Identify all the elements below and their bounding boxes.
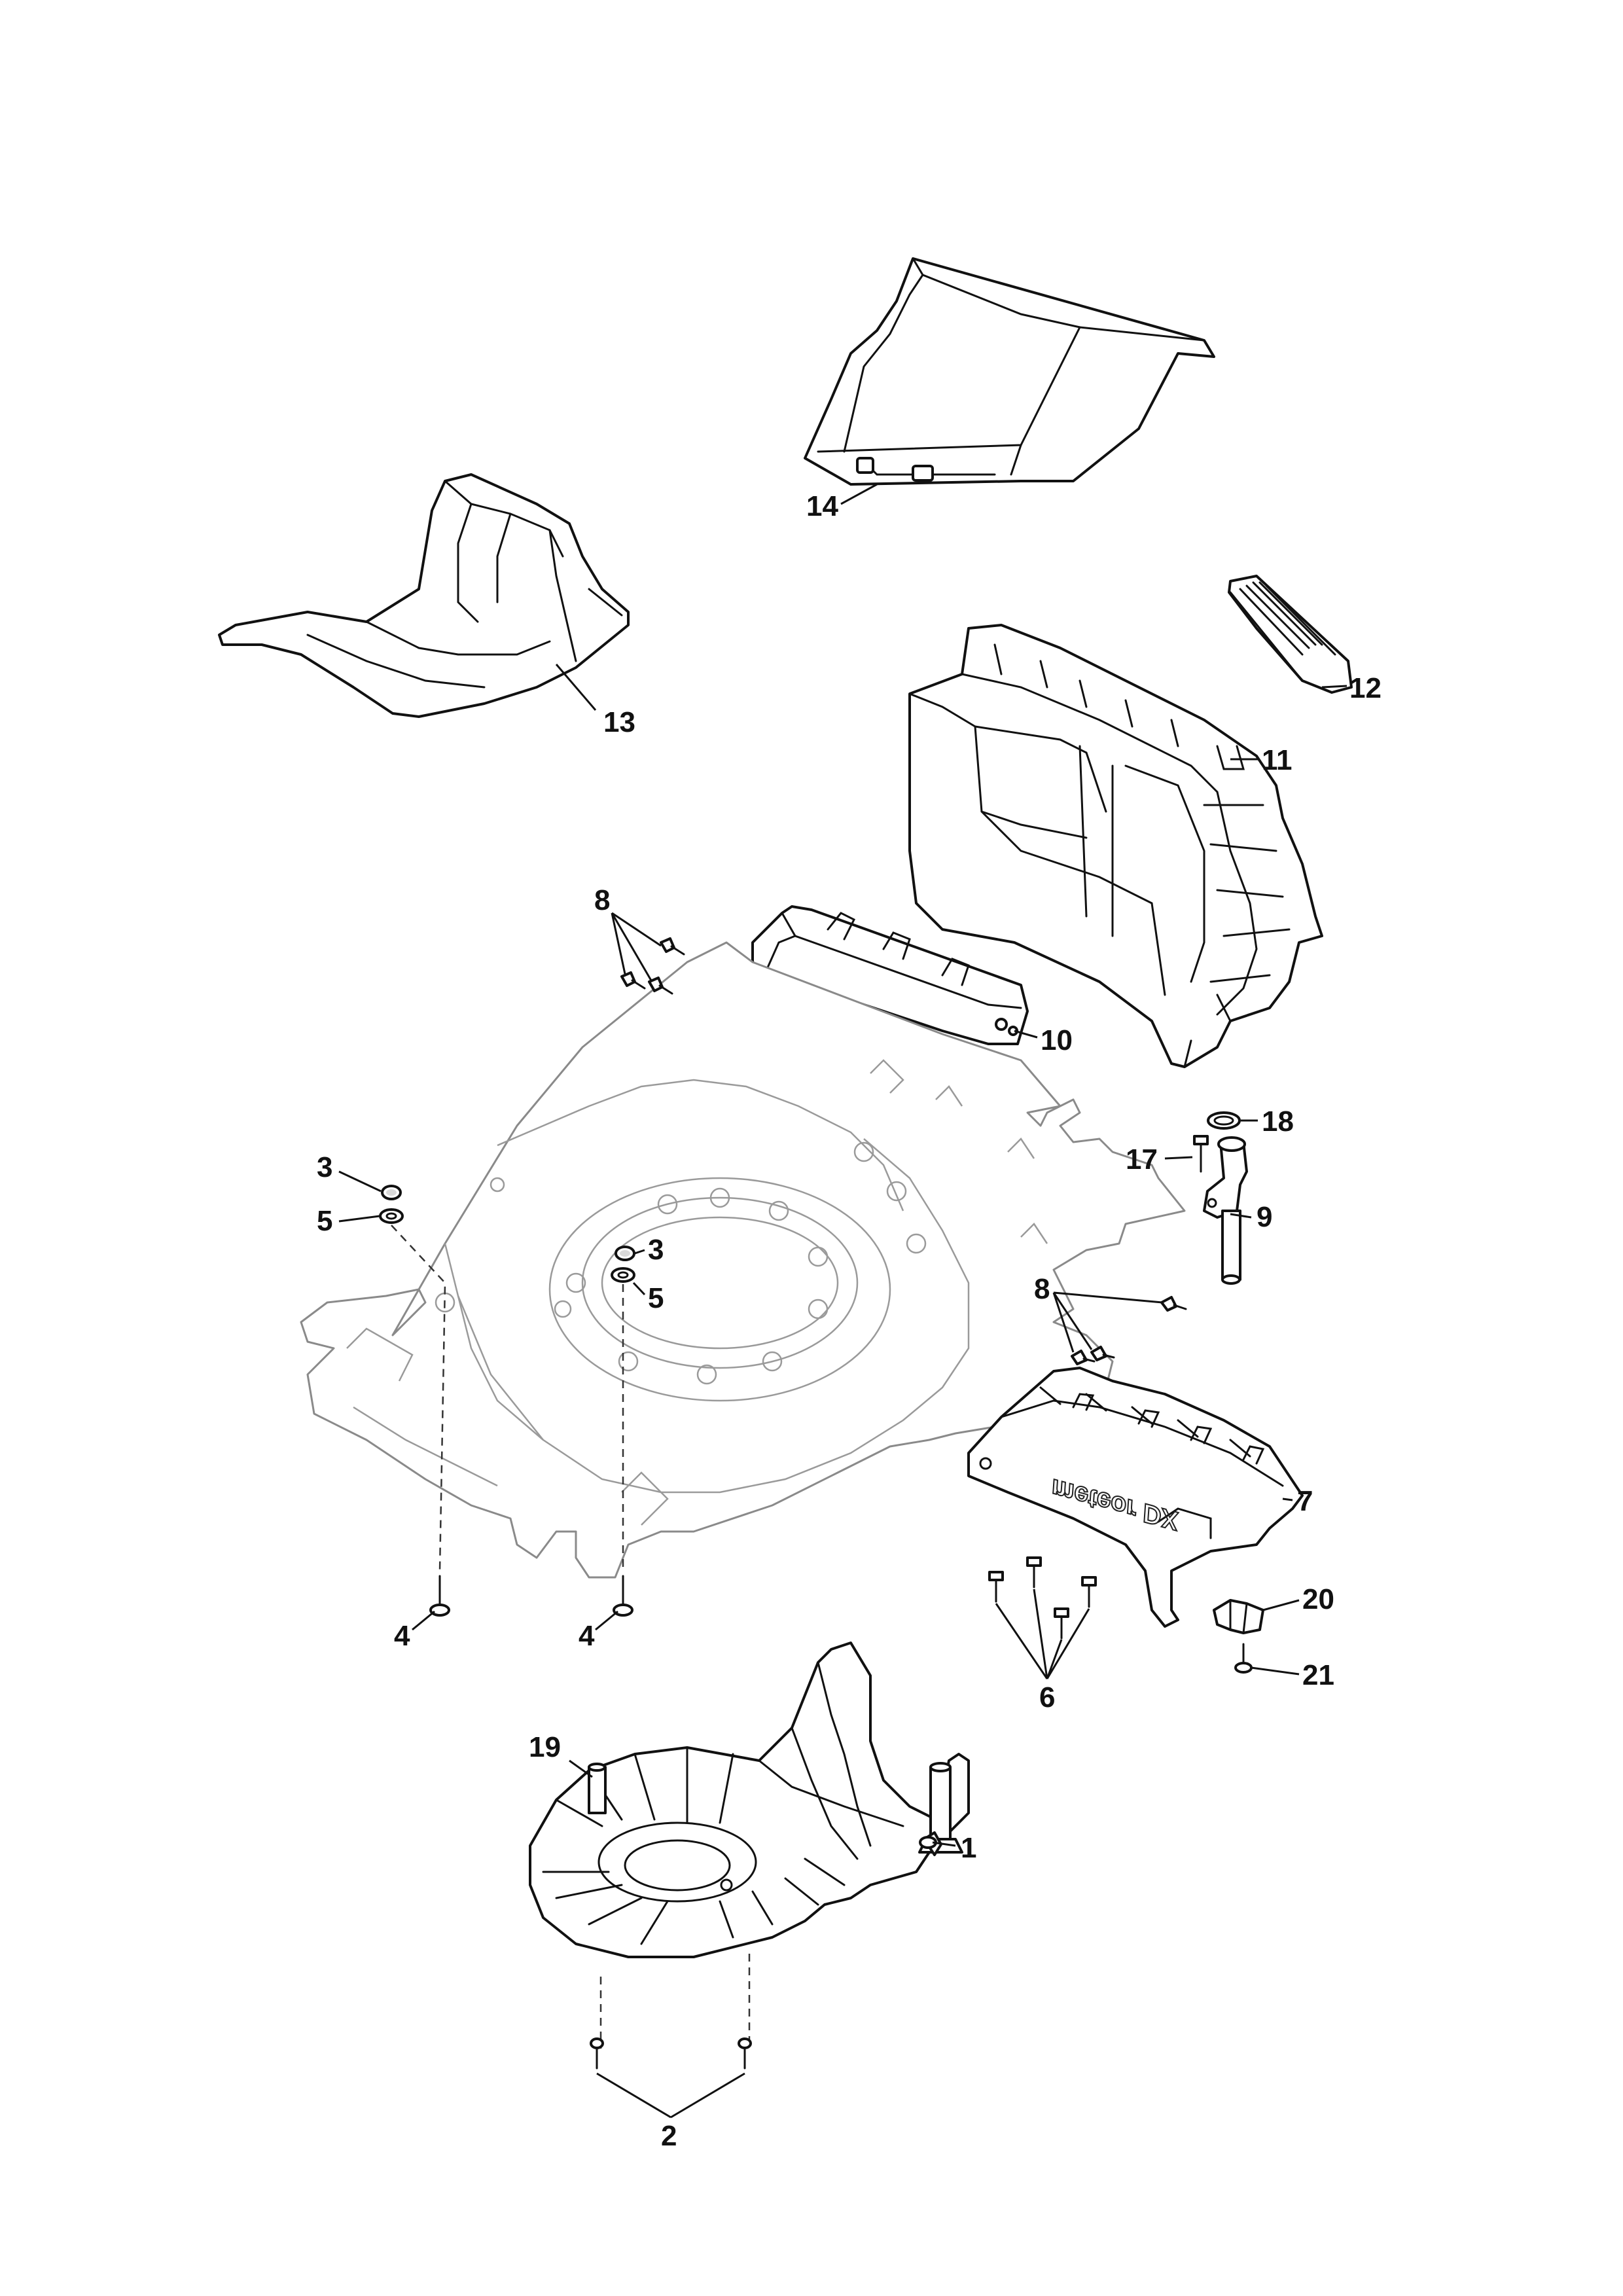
cutting-chamber	[529, 1641, 970, 1958]
callout-20: 20	[1302, 1583, 1334, 1615]
o-ring	[1207, 1111, 1241, 1130]
callout-14: 14	[806, 490, 838, 522]
screws-8-lower	[1071, 1296, 1187, 1365]
grass-bag-top-frame	[804, 257, 1215, 486]
callout-5-left: 5	[317, 1205, 332, 1237]
bolt-4-left	[429, 1575, 450, 1617]
callout-8-lower: 8	[1034, 1273, 1050, 1305]
callout-18: 18	[1262, 1105, 1294, 1138]
nut-washer-left	[379, 1185, 404, 1224]
callout-7: 7	[1297, 1485, 1313, 1517]
knob-20	[1213, 1599, 1264, 1634]
callout-9: 9	[1257, 1201, 1272, 1233]
callout-17: 17	[1126, 1143, 1158, 1175]
front-deflector: meteor DX	[967, 1367, 1304, 1628]
leader-lines	[338, 483, 1347, 2119]
screws-6	[988, 1556, 1097, 1640]
callout-13: 13	[603, 706, 635, 738]
callout-10: 10	[1041, 1024, 1073, 1056]
adjust-shaft	[1203, 1136, 1248, 1285]
rear-guard	[218, 473, 630, 718]
screws-2	[590, 2037, 752, 2070]
callout-12: 12	[1349, 672, 1382, 704]
screws-8-upper	[620, 937, 685, 995]
callout-2: 2	[661, 2120, 677, 2152]
callout-4-right: 4	[579, 1620, 595, 1652]
callout-3-left: 3	[317, 1151, 332, 1183]
callout-8-upper: 8	[594, 884, 610, 916]
callout-11: 11	[1262, 744, 1293, 776]
callout-21: 21	[1302, 1659, 1334, 1691]
callout-5-center: 5	[648, 1282, 664, 1314]
callout-3-center: 3	[648, 1234, 664, 1266]
callout-6: 6	[1039, 1681, 1055, 1713]
nut-washer-center	[611, 1246, 635, 1283]
screw-21	[1234, 1643, 1253, 1674]
filter-window	[1228, 575, 1353, 694]
rear-housing	[908, 624, 1323, 1068]
alignment-lines	[391, 1225, 751, 2049]
callout-19: 19	[529, 1731, 561, 1763]
callout-4-left: 4	[394, 1620, 410, 1652]
callout-1: 1	[961, 1832, 976, 1864]
screw-17	[1193, 1135, 1209, 1173]
bolt-4-right	[613, 1575, 633, 1617]
callout-labels: 14 13 12 11 8 10 18 17 9 3 5 3 5 8 7 4 4…	[317, 490, 1382, 2152]
